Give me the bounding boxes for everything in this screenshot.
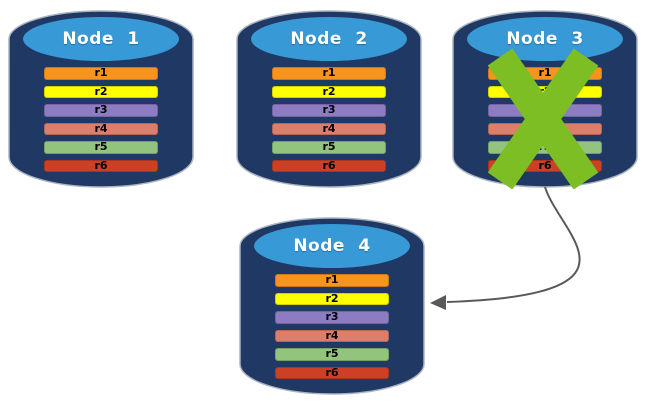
replica-row-label: r5 — [538, 140, 552, 153]
replica-row-label: r5 — [325, 347, 339, 360]
replica-row-label: r4 — [538, 121, 552, 135]
replica-row: r6 — [272, 158, 386, 172]
cylinder-top — [251, 17, 407, 61]
replica-row-label: r4 — [94, 121, 108, 135]
replica-rows: r1 r2 r3 r4 r5 r6 — [272, 66, 386, 172]
replica-row-label: r6 — [94, 158, 108, 172]
replica-rows: r1 r2 r3 r4 r5 r6 — [488, 66, 602, 172]
db-node-node-3: Node 3 r1 r2 r3 r4 r5 r6 — [452, 7, 638, 189]
replica-row-label: r6 — [325, 365, 339, 379]
replica-row: r6 — [275, 365, 389, 379]
replica-row: r5 — [272, 140, 386, 154]
replica-row-label: r2 — [322, 84, 336, 98]
replica-row-label: r4 — [325, 328, 339, 342]
replica-row: r3 — [275, 310, 389, 324]
replica-row: r1 — [44, 66, 158, 80]
arrow-curve — [446, 186, 581, 303]
node-title: Node 1 — [62, 29, 140, 49]
replica-row: r1 — [488, 66, 602, 80]
replica-row-label: r2 — [538, 84, 552, 98]
replica-row: r3 — [44, 103, 158, 117]
arrowhead-icon — [430, 295, 446, 310]
replica-row-label: r1 — [325, 273, 339, 286]
replica-row-label: r1 — [538, 66, 552, 79]
replica-row: r4 — [488, 121, 602, 135]
replica-row-label: r6 — [538, 158, 552, 172]
node-title: Node 3 — [506, 29, 584, 49]
replica-row: r4 — [44, 121, 158, 135]
replica-row: r5 — [488, 140, 602, 154]
replica-row-label: r5 — [94, 140, 108, 153]
replica-row-label: r3 — [325, 310, 339, 323]
replica-row: r1 — [275, 273, 389, 287]
replica-row: r5 — [275, 347, 389, 361]
replica-row: r6 — [488, 158, 602, 172]
replica-row-label: r1 — [322, 66, 336, 79]
replica-row: r1 — [272, 66, 386, 80]
replica-row: r2 — [488, 84, 602, 98]
replica-row-label: r2 — [94, 84, 108, 98]
db-node-node-4: Node 4 r1 r2 r3 r4 r5 r6 — [239, 214, 425, 396]
cylinder-top — [23, 17, 179, 61]
replica-row: r2 — [275, 291, 389, 305]
replica-row-label: r5 — [322, 140, 336, 153]
replica-row-label: r3 — [94, 103, 108, 116]
replica-rows: r1 r2 r3 r4 r5 r6 — [44, 66, 158, 172]
replica-row-label: r2 — [325, 291, 339, 305]
replica-row: r6 — [44, 158, 158, 172]
replica-row: r3 — [272, 103, 386, 117]
replica-row-label: r3 — [322, 103, 336, 116]
cylinder-top — [254, 224, 410, 268]
db-node-node-1: Node 1 r1 r2 r3 r4 r5 r6 — [8, 7, 194, 189]
replica-row-label: r3 — [538, 103, 552, 116]
replica-rows: r1 r2 r3 r4 r5 r6 — [275, 273, 389, 379]
replica-row-label: r1 — [94, 66, 108, 79]
replica-row: r2 — [44, 84, 158, 98]
replica-row-label: r6 — [322, 158, 336, 172]
replica-row: r4 — [272, 121, 386, 135]
replica-row: r4 — [275, 328, 389, 342]
db-node-node-2: Node 2 r1 r2 r3 r4 r5 r6 — [236, 7, 422, 189]
replica-row-label: r4 — [322, 121, 336, 135]
node-title: Node 2 — [290, 29, 368, 49]
replica-row: r5 — [44, 140, 158, 154]
node-title: Node 4 — [293, 236, 371, 256]
replica-row: r2 — [272, 84, 386, 98]
replica-row: r3 — [488, 103, 602, 117]
